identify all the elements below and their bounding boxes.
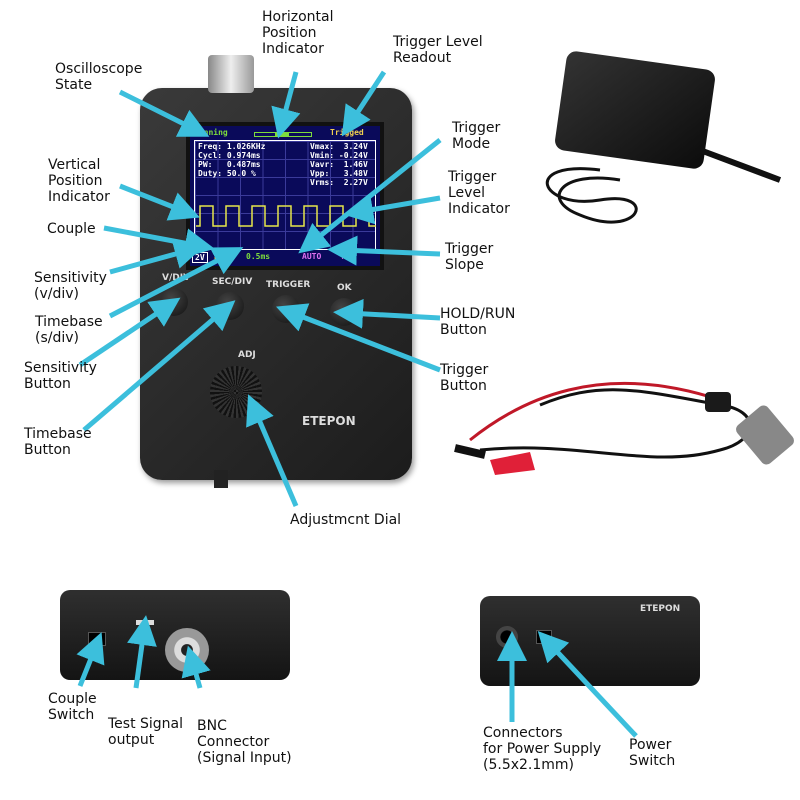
vpp: Vpp: 3.48V <box>310 169 368 178</box>
label-test-signal: Test Signal output <box>108 716 184 748</box>
brand-logo-side: ETEPON <box>640 604 681 614</box>
label-horizontal-position: Horizontal Position Indicator <box>262 9 334 57</box>
ok-label: OK <box>337 283 352 293</box>
freq: Freq: 1.026KHz <box>198 142 266 151</box>
vmax: Vmax: 3.24V <box>310 142 368 151</box>
label-timebase: Timebase (s/div) <box>35 314 103 346</box>
vmin: Vmin: -0.24V <box>310 151 368 160</box>
label-oscilloscope-state: Oscilloscope State <box>55 61 143 93</box>
label-sensitivity: Sensitivity (v/div) <box>34 270 107 302</box>
trigger-label: TRIGGER <box>266 280 311 290</box>
square-wave-trace <box>196 205 376 227</box>
label-timebase-button: Timebase Button <box>24 426 92 458</box>
label-trigger-mode: Trigger Mode <box>452 120 501 152</box>
label-sensitivity-button: Sensitivity Button <box>24 360 97 392</box>
cycl: Cycl: 0.974ms <box>198 151 261 160</box>
state-text: Running <box>194 128 228 137</box>
vrms: Vrms: 2.27V <box>310 178 368 187</box>
label-trigger-level-indicator: Trigger Level Indicator <box>448 169 510 217</box>
vdiv-label: V/DIV <box>162 273 191 283</box>
label-vertical-position: Vertical Position Indicator <box>48 157 110 205</box>
label-power-connector: Connectors for Power Supply (5.5x2.1mm) <box>483 725 602 773</box>
bottom-switch <box>214 470 228 488</box>
pw: PW: 0.487ms <box>198 160 261 169</box>
label-trigger-level-readout: Trigger Level Readout <box>393 34 483 66</box>
label-bnc-connector: BNC Connector (Signal Input) <box>197 718 292 766</box>
duty: Duty: 50.0 % <box>198 169 256 178</box>
label-adjustment-dial: Adjustmcnt Dial <box>290 512 402 528</box>
label-trigger-button: Trigger Button <box>440 362 489 394</box>
brand-logo: ETEPON <box>302 414 356 428</box>
label-power-switch: Power Switch <box>629 737 676 769</box>
vavr: Vavr: 1.46V <box>310 160 368 169</box>
label-couple: Couple <box>47 221 96 237</box>
timebase-readout: 0.5ms <box>246 252 271 261</box>
secdiv-label: SEC/DIV <box>212 277 253 287</box>
trigger-mode-readout: AUTO <box>302 252 322 261</box>
label-trigger-slope: Trigger Slope <box>445 241 494 273</box>
adj-label: ADJ <box>238 350 256 360</box>
label-couple-switch: Couple Switch <box>48 691 97 723</box>
label-hold-run-button: HOLD/RUN Button <box>440 306 516 338</box>
bnc-top <box>208 55 254 93</box>
